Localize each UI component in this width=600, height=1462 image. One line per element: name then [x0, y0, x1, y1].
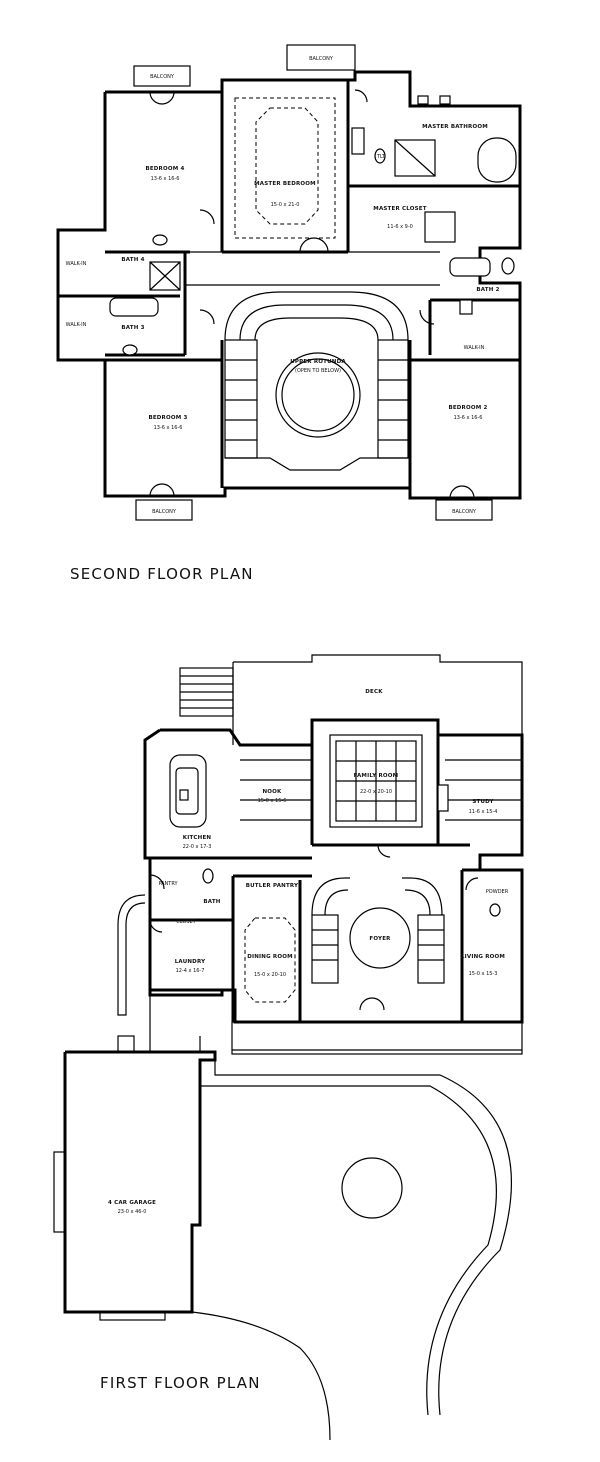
balcony-label-bedroom4: BALCONY: [150, 74, 175, 80]
bedroom2-dims: 13-6 x 16-6: [454, 415, 483, 421]
kitchen-name: KITCHEN: [183, 835, 212, 841]
upper-rotunda-note: (OPEN TO BELOW): [295, 368, 341, 374]
powder-label: POWDER: [486, 889, 509, 895]
bedroom3-name: BEDROOM 3: [148, 415, 187, 421]
foyer-stairs: [311, 877, 445, 1011]
walk-in-label-1: WALK-IN: [66, 261, 87, 267]
nook-name: NOOK: [262, 789, 282, 795]
balcony-label-master: BALCONY: [309, 56, 334, 62]
master-closet-dims: 11-6 x 9-0: [387, 224, 413, 230]
fireplace-icon: [437, 784, 449, 812]
bath3-tub-icon: [109, 297, 159, 317]
master-bedroom-name: MASTER BEDROOM: [254, 181, 316, 187]
toilet-label: TLT: [376, 154, 386, 160]
first-floor-walls: [143, 654, 524, 1055]
closet-label: CLOSET: [176, 919, 196, 925]
upper-rotunda-stairs: [224, 291, 410, 490]
bath2-sink-icon: [459, 299, 473, 315]
bath-label: BATH: [203, 899, 220, 905]
bath4-toilet-icon: [152, 234, 168, 246]
balcony-label-bedroom2: BALCONY: [452, 509, 477, 515]
secondary-bath-fixtures: [109, 234, 515, 356]
family-room-coffered-ceiling: [329, 734, 449, 828]
living-room-dims: 15-0 x 15-3: [469, 971, 498, 977]
upper-rotunda-name: UPPER ROTUNDA: [290, 359, 346, 365]
bath4-name: BATH 4: [121, 257, 144, 263]
second-floor-caption: SECOND FLOOR PLAN: [70, 565, 254, 583]
study-name: STUDY: [472, 799, 494, 805]
first-floor-caption: FIRST FLOOR PLAN: [100, 1374, 261, 1392]
family-room-dims: 22-0 x 20-10: [360, 789, 392, 795]
bath2-toilet-icon: [501, 257, 515, 275]
powder-toilet-icon: [489, 903, 501, 917]
nook-dims: 15-0 x 15-6: [258, 798, 287, 804]
first-floor-doors: [149, 844, 479, 933]
family-room-name: FAMILY ROOM: [354, 773, 399, 779]
cooktop-icon: [179, 789, 189, 801]
laundry-name: LAUNDRY: [175, 959, 206, 965]
first-floor-labels: DECK FAMILY ROOM 22-0 x 20-10 NOOK 15-0 …: [108, 689, 509, 1215]
bath2-name: BATH 2: [476, 287, 499, 293]
garage-name: 4 CAR GARAGE: [108, 1200, 156, 1206]
second-floor-balconies: BALCONY BALCONY BALCONY BALCONY: [133, 44, 493, 521]
master-vanity-icon: [351, 127, 365, 155]
second-floor-plan: BALCONY BALCONY BALCONY BALCONY: [56, 44, 522, 583]
kitchen-dims: 22-0 x 17-3: [183, 844, 212, 850]
master-toilet-icon: [374, 148, 386, 164]
front-porch: [231, 1021, 523, 1055]
laundry-dims: 12-4 x 16-7: [176, 968, 205, 974]
master-closet-name: MASTER CLOSET: [373, 206, 426, 212]
foyer-label: FOYER: [369, 936, 391, 942]
dining-room-dims: 15-0 x 20-10: [254, 972, 286, 978]
second-floor-labels: BEDROOM 4 13-6 x 16-6 MASTER BEDROOM 15-…: [66, 124, 500, 431]
master-tray-ceiling: [255, 107, 319, 225]
master-sink-icon-2: [439, 95, 451, 105]
dining-room-name: DINING ROOM: [247, 954, 293, 960]
bedroom4-name: BEDROOM 4: [145, 166, 184, 172]
bedroom2-name: BEDROOM 2: [448, 405, 487, 411]
master-bedroom-dims: 15-0 x 21-0: [271, 202, 300, 208]
bath3-name: BATH 3: [121, 325, 144, 331]
bath-toilet-icon: [202, 868, 214, 884]
bedroom4-dims: 13-6 x 16-6: [151, 176, 180, 182]
study-dims: 11-6 x 15-4: [469, 809, 498, 815]
bath3-toilet-icon: [122, 344, 138, 356]
deck-label: DECK: [365, 689, 383, 695]
garage: [53, 995, 217, 1321]
master-ceiling-outline: [234, 97, 336, 239]
motor-court-circle: [341, 1157, 403, 1219]
dining-tray-ceiling: [244, 917, 296, 1003]
first-floor-plan: DECK FAMILY ROOM 22-0 x 20-10 NOOK 15-0 …: [53, 654, 524, 1441]
walk-in-label-2: WALK-IN: [66, 322, 87, 328]
walk-in-label-3: WALK-IN: [464, 345, 485, 351]
master-closet-shelf: [424, 211, 456, 243]
second-floor-doors: [149, 89, 475, 499]
bath2-tub-icon: [449, 257, 491, 277]
garage-dims: 23-0 x 46-0: [118, 1209, 147, 1215]
kitchen-fixtures: [169, 754, 501, 917]
second-floor-walls: [56, 70, 522, 500]
driveway: [117, 894, 512, 1441]
pantry-label: PANTRY: [158, 881, 178, 887]
balcony-label-bedroom3: BALCONY: [152, 509, 177, 515]
master-bathroom-name: MASTER BATHROOM: [422, 124, 488, 130]
bedroom3-dims: 13-6 x 16-6: [154, 425, 183, 431]
butler-pantry-label: BUTLER PANTRY: [246, 883, 299, 889]
master-bath-fixtures: [351, 95, 517, 243]
master-sink-icon-1: [417, 95, 429, 105]
master-tub-icon: [477, 137, 517, 183]
living-room-name: LIVING ROOM: [461, 954, 505, 960]
